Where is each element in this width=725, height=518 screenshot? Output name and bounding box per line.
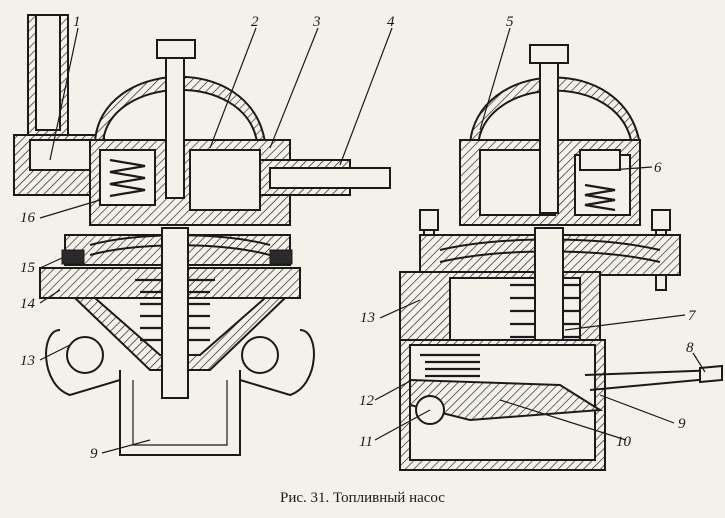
right-section-view <box>399 44 723 471</box>
callout-3: 3 <box>312 14 321 30</box>
leader-lines <box>39 27 706 454</box>
callout-2: 2 <box>251 14 259 30</box>
callout-1: 1 <box>73 14 81 30</box>
callout-7: 7 <box>688 308 697 324</box>
callout-9-right: 9 <box>678 416 686 432</box>
left-section-view <box>13 14 391 456</box>
callout-6: 6 <box>654 160 662 176</box>
callout-16: 16 <box>20 210 36 226</box>
callout-11: 11 <box>359 434 373 450</box>
callout-9-left: 9 <box>90 446 98 462</box>
callout-labels: 1 2 3 4 5 6 7 8 9 10 11 12 13 9 13 14 15… <box>20 14 697 462</box>
callout-5: 5 <box>506 14 514 30</box>
callout-4: 4 <box>387 14 395 30</box>
callout-8: 8 <box>686 340 694 356</box>
callout-13-left: 13 <box>20 353 35 369</box>
callout-14: 14 <box>20 296 36 312</box>
callout-13-right: 13 <box>360 310 375 326</box>
callout-15: 15 <box>20 260 36 276</box>
callout-10: 10 <box>616 434 632 450</box>
callout-12: 12 <box>359 393 375 409</box>
figure-caption: Рис. 31. Топливный насос <box>280 490 445 506</box>
